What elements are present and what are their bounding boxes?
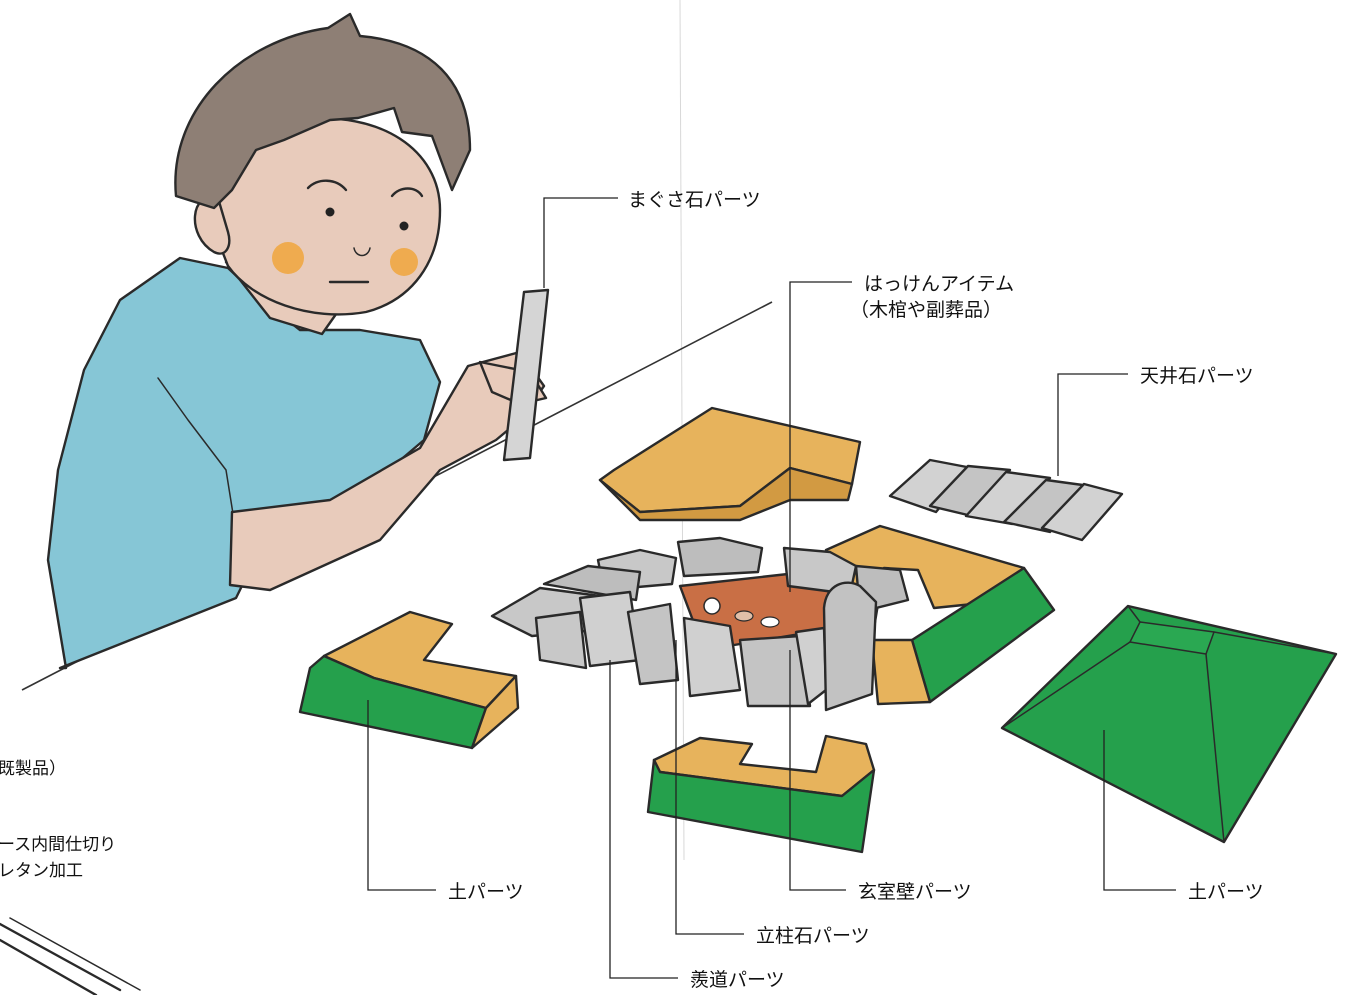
stone-block: [682, 616, 742, 698]
grave-good-bowl: [734, 610, 754, 622]
standing-pillar-stone: [822, 581, 878, 712]
child-cheek-right: [390, 248, 418, 276]
ceiling-stone: [1040, 482, 1124, 542]
stone-block: [782, 546, 858, 596]
sleeve-seam: [157, 377, 235, 521]
leader-hakken: [789, 281, 852, 592]
label-ceiling-stone: 天井石パーツ: [1140, 365, 1254, 387]
stone-block: [676, 536, 764, 578]
child-eye-right: [399, 221, 409, 231]
label-pillar-stone: 立柱石パーツ: [756, 925, 870, 947]
label-passage: 羨道パーツ: [690, 969, 785, 991]
leader-tsuchi-left: [367, 700, 436, 891]
label-cut-readymade: 既製品）: [0, 759, 66, 779]
leader-tsuchi-right: [1103, 730, 1176, 891]
child-cheek-left: [272, 242, 304, 274]
stone-block: [534, 610, 588, 670]
soil-top-side: [598, 466, 854, 522]
child-shirt: [46, 256, 442, 670]
soil-part-left: [298, 610, 520, 750]
partition-line: [0, 922, 122, 992]
leader-sendo: [609, 660, 678, 979]
child-brow-right: [390, 187, 424, 198]
soil-front-side: [646, 758, 876, 854]
partition-sketch: [0, 917, 141, 995]
leader-magusa: [543, 197, 618, 288]
child-nose: [353, 247, 371, 257]
ceiling-stone-parts: [888, 458, 1124, 542]
child-eye-left: [325, 207, 335, 217]
mound-edge: [1001, 641, 1131, 729]
leader-tenjo: [1057, 373, 1128, 476]
grave-good-pot: [703, 597, 721, 615]
soil-left-end: [470, 674, 520, 750]
label-soil-left: 土パーツ: [448, 881, 524, 903]
partition-line: [0, 938, 98, 995]
leader-lines: [367, 197, 1176, 979]
label-soil-right: 土パーツ: [1188, 881, 1264, 903]
stick-stone-part: [502, 288, 550, 462]
label-cut-partition: ース内間仕切り: [0, 835, 116, 855]
mound-edge: [1205, 653, 1225, 843]
soil-part-top: [598, 406, 862, 522]
stone-block: [626, 602, 680, 686]
soil-right-end: [870, 638, 932, 706]
child-illustration: [46, 12, 550, 670]
label-discovery-item-note: （木棺や副葬品）: [850, 299, 1002, 321]
stone-chamber: [490, 536, 910, 712]
label-magusa-stone: まぐさ石パーツ: [628, 189, 761, 211]
soil-part-mound: [1000, 604, 1338, 844]
leader-genshitsu: [789, 650, 846, 891]
ceiling-stone: [964, 470, 1052, 526]
label-chamber-wall: 玄室壁パーツ: [858, 881, 972, 903]
ceiling-stone: [928, 464, 1012, 518]
mound-edge: [1213, 631, 1337, 655]
grave-good-bowl: [760, 616, 780, 628]
mound-edge: [1127, 605, 1141, 623]
label-discovery-item: はっけんアイテム: [864, 273, 1014, 295]
soil-part-front: [646, 734, 876, 854]
stone-block: [738, 634, 812, 708]
leader-ritchu: [675, 640, 744, 935]
partition-line: [9, 917, 141, 991]
child-hair: [174, 12, 472, 210]
child-brow-left: [306, 179, 348, 192]
label-cut-urethane: レタン加工: [0, 861, 83, 881]
